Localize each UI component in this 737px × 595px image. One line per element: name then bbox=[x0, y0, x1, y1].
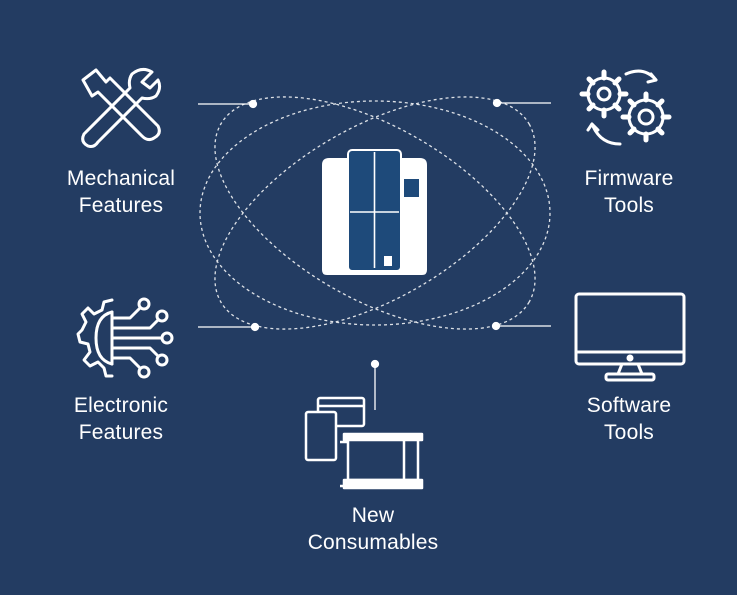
label-firmware-line2: Tools bbox=[603, 194, 655, 217]
label-mechanical-line2: Features bbox=[78, 194, 164, 217]
connector-dot-mechanical bbox=[248, 99, 258, 109]
connector-dot-consumables bbox=[370, 359, 380, 369]
cards-ribbon-icon bbox=[304, 396, 424, 490]
connector-dot-software bbox=[491, 321, 501, 331]
label-firmware-line1: Firmware bbox=[584, 167, 674, 190]
connector-dot-firmware bbox=[492, 98, 502, 108]
label-mechanical-line1: Mechanical bbox=[66, 167, 176, 190]
label-consumables-line1: New bbox=[351, 504, 395, 527]
orbit-ellipse-tilt-left bbox=[214, 96, 536, 330]
monitor-icon bbox=[574, 292, 686, 382]
gears-cycle-icon bbox=[579, 69, 672, 146]
label-software-line1: Software bbox=[586, 394, 672, 417]
label-electronic-line2: Features bbox=[78, 421, 164, 444]
orbit-ellipse-horizontal bbox=[199, 100, 551, 326]
connectors bbox=[198, 98, 551, 410]
connector-dot-electronic bbox=[250, 322, 260, 332]
label-firmware-tools: Firmware Tools bbox=[556, 165, 702, 219]
label-software-tools: Software Tools bbox=[556, 392, 702, 446]
label-consumables-line2: Consumables bbox=[307, 531, 439, 554]
label-electronic-features: Electronic Features bbox=[48, 392, 194, 446]
circuit-gear-icon bbox=[76, 297, 174, 379]
card-printer-icon bbox=[322, 149, 427, 275]
orbit-ellipse-tilt-right bbox=[214, 96, 536, 330]
label-new-consumables: New Consumables bbox=[284, 502, 462, 556]
label-mechanical-features: Mechanical Features bbox=[48, 165, 194, 219]
wrench-screwdriver-icon bbox=[81, 67, 162, 148]
label-software-line2: Tools bbox=[603, 421, 655, 444]
label-electronic-line1: Electronic bbox=[73, 394, 169, 417]
orbit-rings bbox=[199, 96, 551, 330]
